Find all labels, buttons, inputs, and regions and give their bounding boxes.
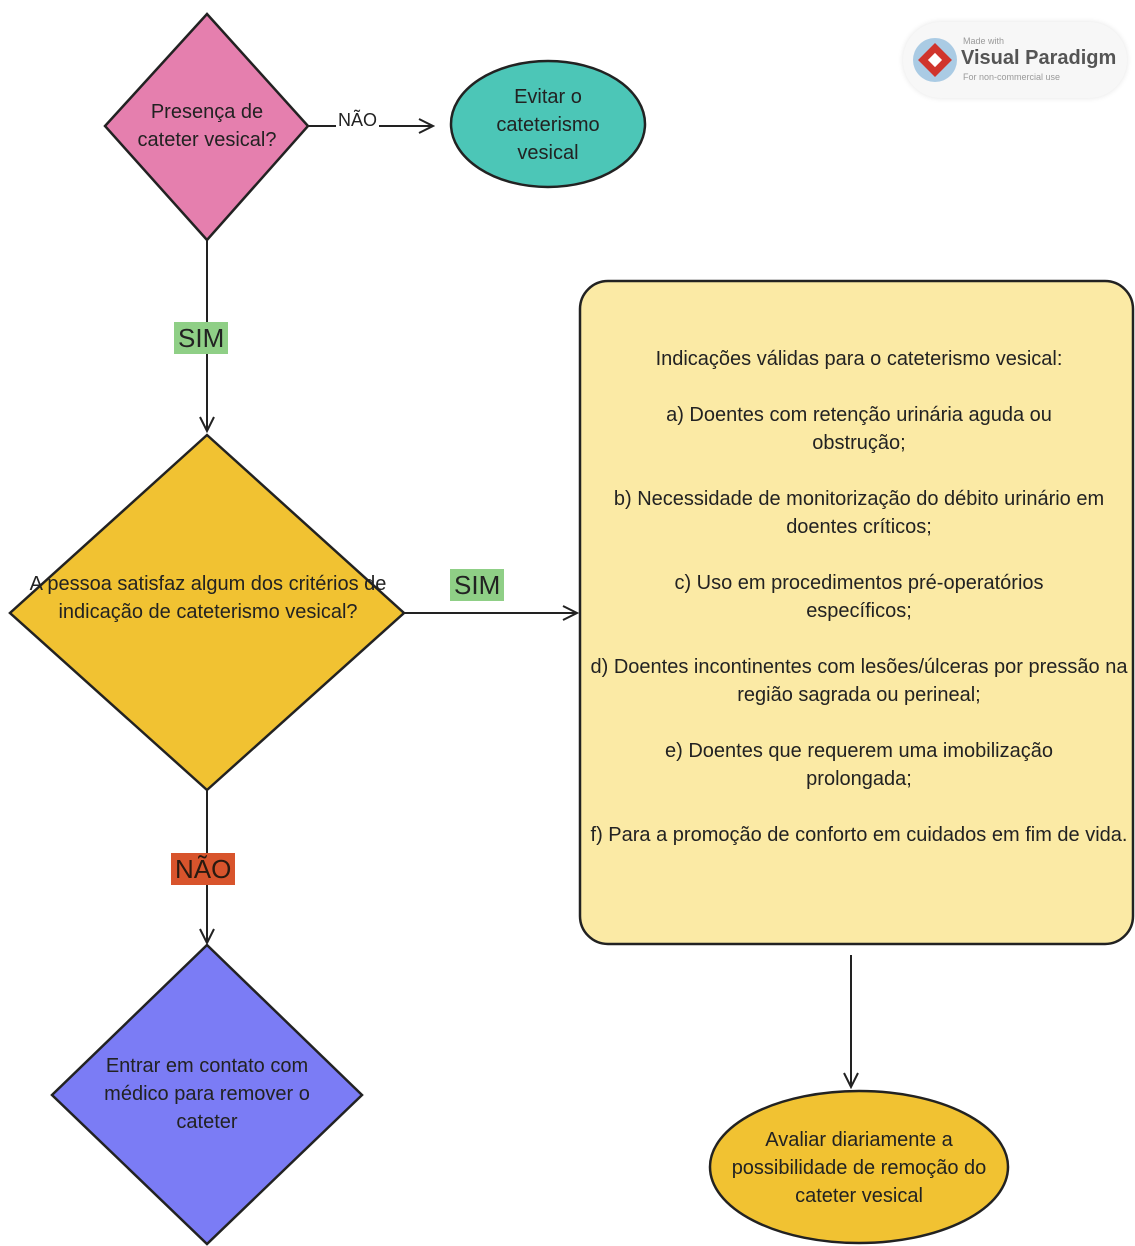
- decision-contact-doctor: [50, 943, 364, 1246]
- terminal-daily-evaluation: [708, 1089, 1010, 1245]
- indications-title: Indicações válidas para o cateterismo ve…: [655, 348, 1063, 370]
- evaluate-text: Avaliar diariamente a possibilidade de r…: [731, 1129, 987, 1207]
- decision-catheter-presence: [103, 12, 310, 242]
- indication-a: a) Doentes com retenção urinária aguda o…: [666, 404, 1052, 454]
- q2-text: A pessoa satisfaz algum dos critérios de…: [29, 573, 387, 623]
- edge-label-q1-no: NÃO: [336, 104, 380, 136]
- watermark-brand: Visual Paradigm: [961, 47, 1117, 69]
- edge-label-q2-yes: SIM: [450, 569, 505, 601]
- visual-paradigm-logo-icon: [913, 38, 957, 82]
- indications-box: [578, 279, 1135, 946]
- edge-label-q2-no: NÃO: [171, 853, 236, 885]
- indication-e: e) Doentes que requerem uma imobilização…: [665, 740, 1053, 790]
- edge-label-q1-yes: SIM: [174, 322, 229, 354]
- decision-indication-criteria: [8, 433, 406, 792]
- visual-paradigm-watermark: Made with Visual Paradigm For non-commer…: [903, 22, 1127, 98]
- watermark-note: For non-commercial use: [963, 72, 1061, 82]
- avoid-text: Evitar o cateterismo vesical: [496, 86, 600, 164]
- indications-text: Indicações válidas para o cateterismo ve…: [586, 345, 1132, 877]
- indication-b: b) Necessidade de monitorização do débit…: [613, 488, 1105, 538]
- indication-f: f) Para a promoção de conforto em cuidad…: [590, 824, 1128, 846]
- watermark-made-with: Made with: [963, 36, 1005, 46]
- contact-text: Entrar em contato com médico para remove…: [104, 1055, 310, 1133]
- indication-c: c) Uso em procedimentos pré-operatórios …: [674, 572, 1044, 622]
- indication-d: d) Doentes incontinentes com lesões/úlce…: [590, 656, 1128, 706]
- terminal-avoid-catheterization: [449, 59, 647, 189]
- q1-text: Presença de cateter vesical?: [137, 101, 277, 151]
